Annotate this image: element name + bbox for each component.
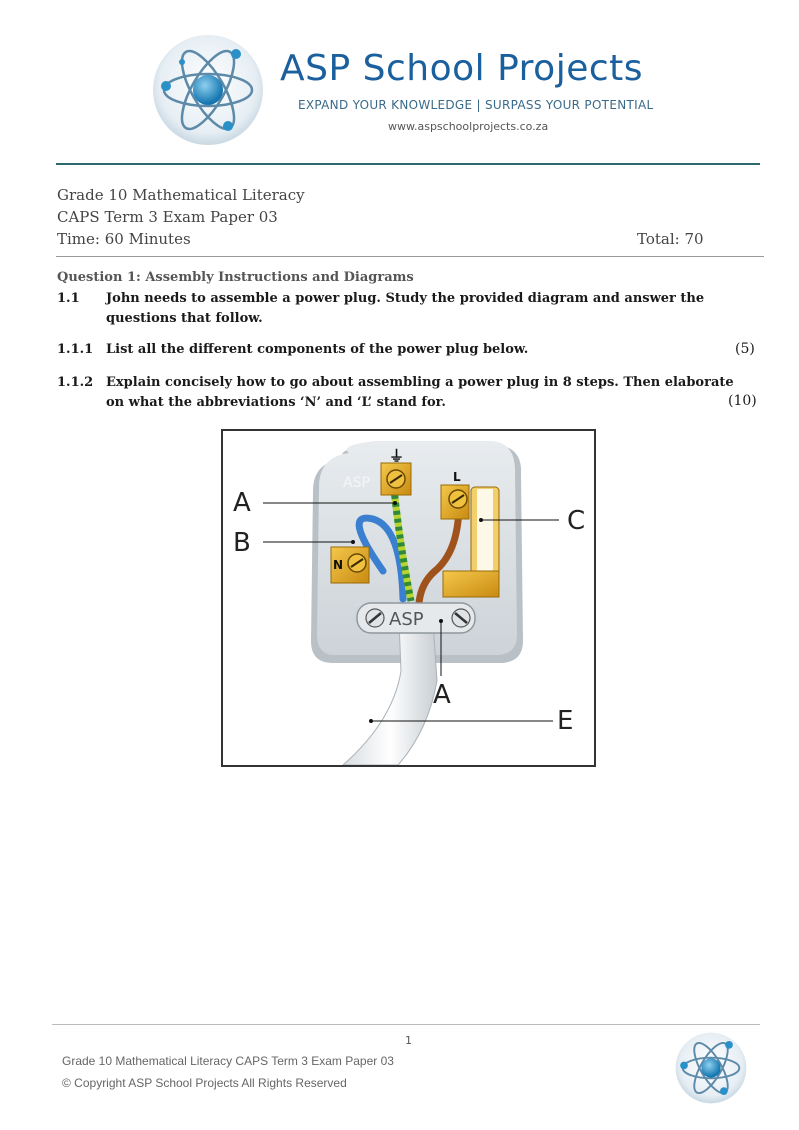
exam-time: Time: 60 Minutes	[57, 230, 191, 248]
exam-title: CAPS Term 3 Exam Paper 03	[57, 208, 278, 226]
neutral-wire	[355, 514, 407, 603]
brand-tagline: EXPAND YOUR KNOWLEDGE | SURPASS YOUR POT…	[298, 98, 654, 112]
question-text-line: questions that follow.	[106, 311, 263, 326]
question-number-1-1: 1.1	[57, 291, 80, 306]
footer-copyright: © Copyright ASP School Projects All Righ…	[62, 1076, 347, 1090]
clamp-text: ASP	[389, 609, 424, 630]
callout-e: E	[557, 706, 573, 736]
question-number-1-1-2: 1.1.2	[57, 375, 94, 390]
question-text-1-1-1: List all the different components of the…	[106, 342, 529, 357]
watermark-text: ASP	[343, 475, 370, 491]
leader-dot	[393, 501, 397, 505]
page-number: 1	[405, 1034, 412, 1047]
question-heading: Question 1: Assembly Instructions and Di…	[57, 270, 414, 285]
callout-b: B	[233, 528, 251, 558]
screw-slot	[451, 494, 465, 504]
question-text-line: Explain concisely how to go about assemb…	[106, 375, 734, 390]
callout-a-top: A	[233, 488, 251, 518]
question-text-1-1-2: Explain concisely how to go about assemb…	[106, 373, 734, 413]
marks-1-1-2: (10)	[728, 393, 757, 409]
exam-total: Total: 70	[637, 230, 704, 248]
question-text-line: on what the abbreviations ‘N’ and ‘L’ st…	[106, 395, 446, 410]
question-text-line: John needs to assemble a power plug. Stu…	[106, 291, 705, 306]
callout-a-bottom: A	[433, 680, 451, 710]
power-plug-diagram: ASP ⏚ L N ASP	[221, 429, 596, 767]
footer-divider	[52, 1024, 760, 1025]
leader-dot	[479, 518, 483, 522]
live-wire	[415, 499, 463, 607]
marks-1-1-1: (5)	[735, 341, 755, 357]
leader-dot	[439, 619, 443, 623]
leader-dot	[351, 540, 355, 544]
screw-slot	[454, 612, 468, 624]
leader-dot	[369, 719, 373, 723]
live-label: L	[453, 470, 461, 484]
atom-logo-small-icon	[675, 1032, 747, 1104]
fuse-body	[477, 489, 493, 581]
brand-name: ASP School Projects	[280, 48, 644, 89]
neutral-label: N	[333, 558, 343, 572]
cable-clamp	[356, 602, 476, 634]
callout-c: C	[567, 506, 585, 536]
screw-slot	[389, 474, 403, 484]
screw-slot	[368, 612, 382, 624]
brand-url[interactable]: www.aspschoolprojects.co.za	[388, 120, 549, 133]
subject-title: Grade 10 Mathematical Literacy	[57, 186, 305, 204]
meta-divider	[56, 256, 764, 257]
earth-symbol: ⏚	[389, 447, 404, 465]
question-text-1-1: John needs to assemble a power plug. Stu…	[106, 289, 704, 329]
plug-illustration: ASP ⏚ L N ASP	[233, 441, 585, 766]
atom-logo-icon	[153, 35, 263, 145]
screw-slot	[350, 558, 364, 568]
footer-paper-title: Grade 10 Mathematical Literacy CAPS Term…	[62, 1054, 394, 1068]
header-divider	[56, 163, 760, 165]
fuse-clip	[442, 570, 500, 598]
question-number-1-1-1: 1.1.1	[57, 342, 94, 357]
